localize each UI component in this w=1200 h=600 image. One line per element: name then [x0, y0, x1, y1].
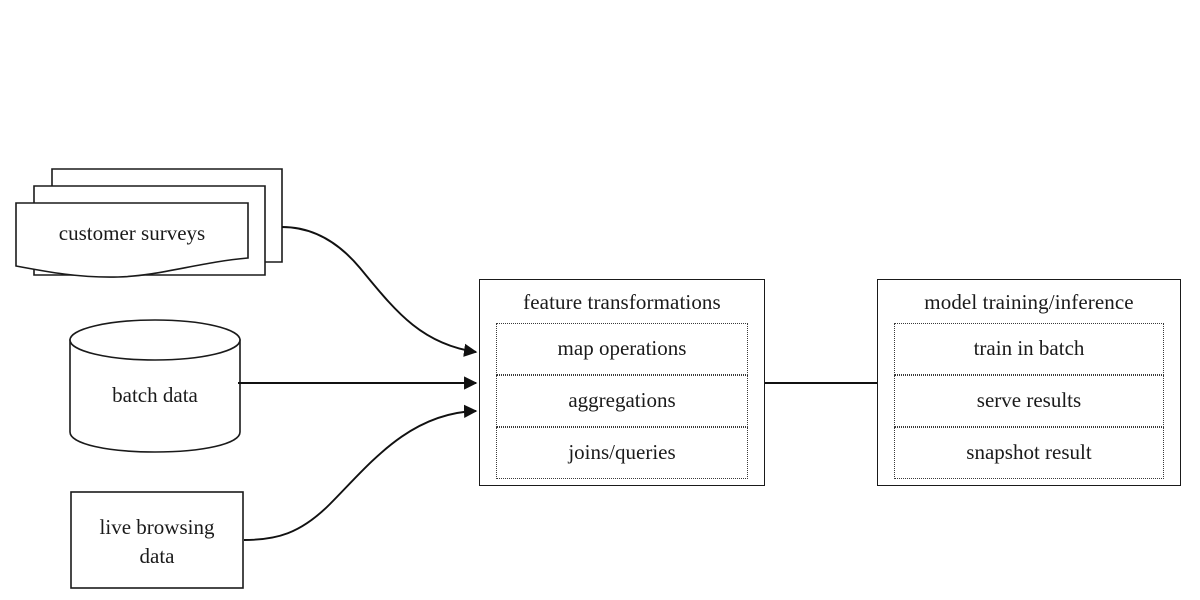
cylinder-top-ellipse: [69, 319, 241, 361]
edge-surveys-to-features: [281, 226, 478, 357]
cylinder-body: [69, 339, 241, 453]
document-sheet-front: [15, 202, 249, 278]
stage-box-model-training-inference[interactable]: model training/inference train in batch …: [877, 279, 1181, 486]
live-browsing-box: [70, 491, 244, 589]
source-label-live-browsing-line-1: live browsing: [100, 515, 215, 539]
source-node-batch-data[interactable]: batch data: [69, 319, 241, 453]
stage-title-feature-transformations: feature transformations: [523, 290, 721, 314]
stage-item-list-feature-transformations: map operations aggregations joins/querie…: [496, 323, 748, 479]
stage-item-aggregations[interactable]: aggregations: [496, 375, 748, 427]
stage-item-map-operations[interactable]: map operations: [496, 323, 748, 375]
source-node-customer-surveys[interactable]: customer surveys: [15, 168, 283, 278]
stage-item-list-model-training-inference: train in batch serve results snapshot re…: [894, 323, 1164, 479]
stage-title-model-training-inference: model training/inference: [924, 290, 1134, 314]
source-node-live-browsing-data[interactable]: live browsing data: [70, 491, 244, 589]
stage-box-feature-transformations[interactable]: feature transformations map operations a…: [479, 279, 765, 486]
stage-item-snapshot-result[interactable]: snapshot result: [894, 427, 1164, 479]
stage-item-serve-results[interactable]: serve results: [894, 375, 1164, 427]
source-label-customer-surveys: customer surveys: [59, 221, 205, 245]
source-label-live-browsing-line-2: data: [140, 544, 176, 568]
stage-item-train-in-batch[interactable]: train in batch: [894, 323, 1164, 375]
source-label-batch-data: batch data: [112, 383, 198, 407]
stage-item-joins-queries[interactable]: joins/queries: [496, 427, 748, 479]
edge-live-to-features: [243, 404, 478, 541]
